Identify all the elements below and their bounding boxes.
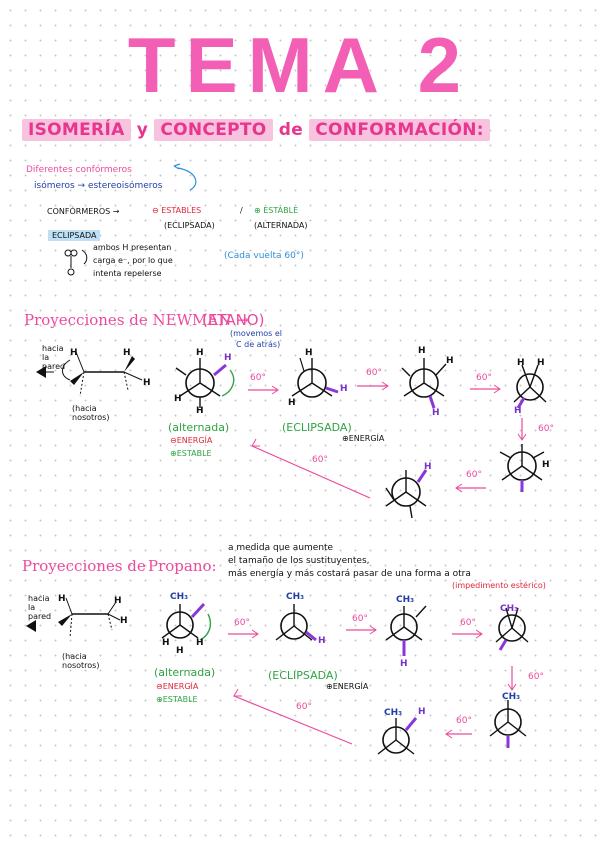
heading-etano: (ETANO) bbox=[202, 311, 265, 329]
text-estable-plus: ⊕ ESTABLE bbox=[254, 206, 299, 215]
deg-60-1: 60° bbox=[250, 373, 266, 383]
h-label: H bbox=[70, 348, 78, 358]
h-label: H bbox=[120, 616, 128, 626]
h-label-highlight: H bbox=[424, 462, 432, 472]
deg-60-p1: 60° bbox=[234, 618, 250, 628]
eclipsed-bond-icon bbox=[64, 249, 88, 276]
note-ambos-h: ambos H presentan bbox=[93, 243, 172, 252]
note-movemos-2: C de atrás) bbox=[236, 340, 281, 349]
note-cada-vuelta: (Cada vuelta 60°) bbox=[224, 251, 304, 261]
deg-60-p6: 60° bbox=[296, 702, 312, 712]
h-label-highlight: H bbox=[432, 408, 440, 418]
h-label: H bbox=[58, 594, 66, 604]
h-label: H bbox=[162, 638, 170, 648]
deg-60-2: 60° bbox=[366, 368, 382, 378]
label-alternada-propano: (alternada) bbox=[154, 666, 216, 679]
label-alternada-etano: (alternada) bbox=[168, 421, 230, 434]
deg-60-p2: 60° bbox=[352, 614, 368, 624]
h-label-highlight: H bbox=[340, 384, 348, 394]
h-label: H bbox=[537, 358, 545, 368]
text-eclipsada-paren: (ECLIPSADA) bbox=[164, 221, 215, 230]
heading-propano-a: Proyecciones de bbox=[22, 557, 146, 575]
h-label: H bbox=[196, 406, 204, 416]
section-heading-isomeria: ISOMERÍA y CONCEPTO de CONFORMACIÓN: bbox=[22, 119, 490, 141]
deg-60-p4: 60° bbox=[528, 672, 544, 682]
h-label: H bbox=[196, 638, 204, 648]
label-eclipsada: ECLIPSADA bbox=[48, 230, 101, 241]
deg-60-4: 60° bbox=[538, 424, 554, 434]
h-label: H bbox=[305, 348, 313, 358]
deg-60-5: 60° bbox=[466, 470, 482, 480]
note-carga: carga e⁻, por lo que bbox=[93, 256, 173, 265]
h-label: H bbox=[196, 348, 204, 358]
h-label-highlight: H bbox=[418, 707, 426, 717]
note-impedimento: (impedimento estérico) bbox=[452, 581, 546, 590]
heading-concepto: CONCEPTO bbox=[154, 119, 273, 141]
deg-60-p5: 60° bbox=[456, 716, 472, 726]
heading-propano-b: Propano: bbox=[148, 557, 217, 575]
text-isomeros-estereoisomeros: isómeros → estereoisómeros bbox=[34, 181, 163, 191]
h-label: H bbox=[446, 356, 454, 366]
deg-60-p3: 60° bbox=[460, 618, 476, 628]
note-mas-energia: más energía y más costará pasar de una f… bbox=[228, 569, 471, 579]
label-menos-energia-propano: ⊖ENERGÍA bbox=[156, 682, 199, 691]
ch3-label: CH₃ bbox=[286, 592, 305, 602]
label-mas-energia-etano: ⊕ENERGÍA bbox=[342, 434, 385, 443]
h-label: H bbox=[123, 348, 131, 358]
label-menos-energia-etano: ⊖ENERGÍA bbox=[170, 436, 213, 445]
heading-newman: Proyecciones de NEWMAN → bbox=[24, 311, 249, 329]
ch3-label: CH₃ bbox=[170, 592, 189, 602]
h-label: H bbox=[542, 460, 550, 470]
label-estable-propano: ⊕ESTABLE bbox=[156, 695, 198, 704]
h-label-highlight: H bbox=[224, 353, 232, 363]
label-estable-etano: ⊕ESTABLE bbox=[170, 449, 212, 458]
text-conformeros: CONFÓRMEROS → bbox=[47, 207, 120, 216]
ch3-label: CH₃ bbox=[384, 708, 403, 718]
note-movemos-1: (movemos el bbox=[230, 329, 283, 338]
text-estables-minus: ⊖ ESTABLES bbox=[152, 206, 202, 215]
ch3-label: CH₃ bbox=[396, 595, 415, 605]
heading-conformacion: CONFORMACIÓN: bbox=[309, 119, 490, 141]
h-label: H bbox=[418, 346, 426, 356]
h-label: H bbox=[176, 646, 184, 656]
h-label-highlight: H bbox=[318, 636, 326, 646]
text-alternada-paren: (ALTERNADA) bbox=[254, 221, 308, 230]
h-label-highlight: H bbox=[514, 406, 522, 416]
note-tamano: el tamaño de los sustituyentes, bbox=[228, 556, 370, 566]
heading-de: de bbox=[278, 120, 304, 140]
note-a-medida: a medida que aumente bbox=[228, 543, 334, 553]
deg-60-3: 60° bbox=[476, 373, 492, 383]
ch3-label: CH₃ bbox=[500, 604, 519, 614]
text-diferentes-conformeros: Diferentes confórmeros bbox=[26, 165, 132, 175]
deg-60-6: 60° bbox=[312, 455, 328, 465]
label-eclipsada-etano: (ECLIPSADA) bbox=[282, 421, 352, 434]
page-title: TEMA 2 bbox=[127, 21, 472, 109]
heading-y: y bbox=[136, 120, 149, 140]
label-eclipsada-propano: (ECLIPSADA) bbox=[268, 669, 338, 682]
label-mas-energia-propano: ⊕ENERGÍA bbox=[326, 682, 369, 691]
heading-isomeria: ISOMERÍA bbox=[22, 119, 131, 141]
h-label: H bbox=[174, 394, 182, 404]
note-intenta: intenta repelerse bbox=[93, 269, 162, 278]
h-label: H bbox=[114, 596, 122, 606]
text-separator: / bbox=[240, 206, 243, 215]
h-label-highlight: H bbox=[400, 659, 408, 669]
h-label: H bbox=[517, 358, 525, 368]
ch3-label: CH₃ bbox=[502, 692, 521, 702]
h-label: H bbox=[288, 398, 296, 408]
h-label: H bbox=[143, 378, 151, 388]
